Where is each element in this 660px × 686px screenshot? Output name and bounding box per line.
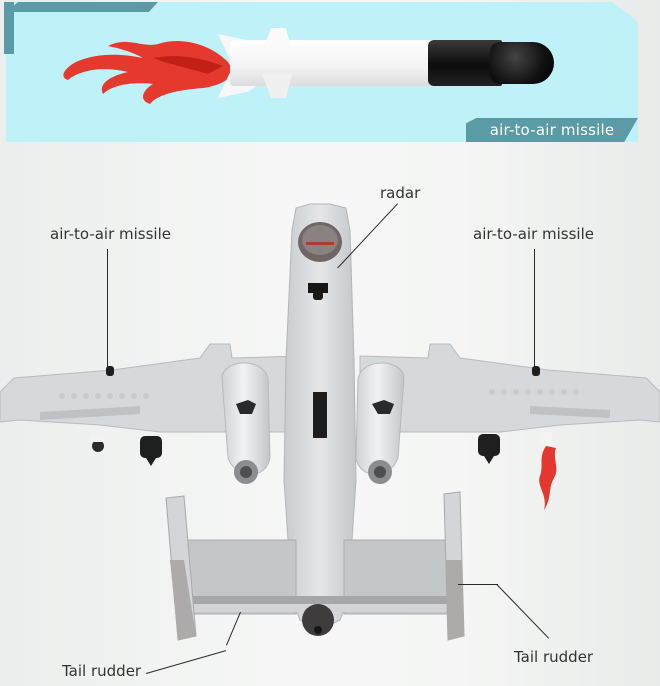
callout-left-missile: air-to-air missile [50, 225, 171, 243]
aircraft-image [0, 203, 660, 641]
callout-radar: radar [380, 184, 421, 202]
missile-body [230, 40, 440, 86]
leader-line-right-rudder-a [458, 584, 498, 585]
missile-warhead [428, 40, 502, 86]
callout-right-missile: air-to-air missile [473, 225, 594, 243]
missile-nose [490, 42, 554, 84]
leader-line-left-missile [107, 249, 108, 369]
callout-right-tail-rudder: Tail rudder [514, 648, 594, 666]
banner-frame-corner [4, 2, 34, 54]
banner-frame-decoration [6, 2, 158, 12]
missile-flame-icon [63, 41, 234, 104]
leader-line-right-missile [534, 249, 535, 369]
banner-label: air-to-air missile [466, 118, 638, 142]
callout-left-tail-rudder: Tail rudder [62, 662, 142, 680]
